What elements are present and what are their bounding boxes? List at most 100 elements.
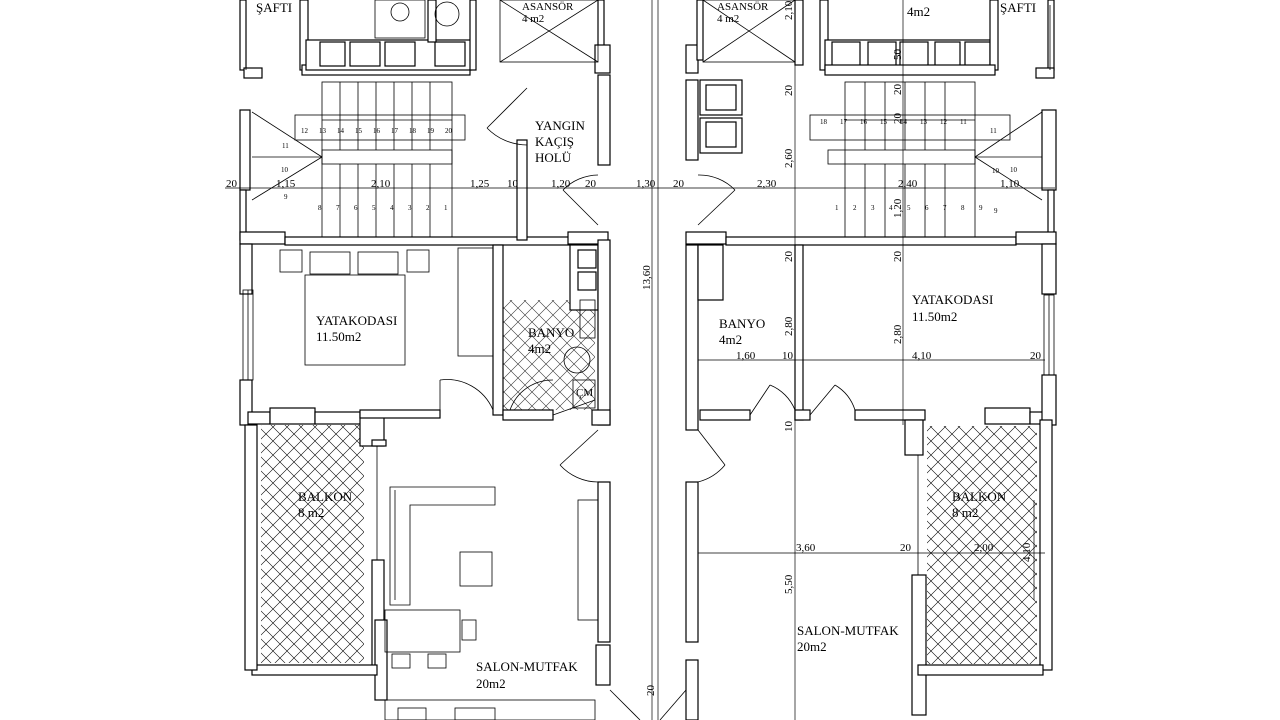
dim-label-vertical: 20: [645, 685, 657, 697]
dim-label-vertical: 20: [783, 85, 795, 97]
right-unit-walls: [685, 0, 1057, 720]
dim-label-vertical: 20: [892, 84, 904, 96]
bath-right-label: BANYO: [719, 316, 765, 331]
dim-label: 2,00: [974, 542, 994, 554]
stair-step-number: 20: [445, 127, 453, 135]
elevator-right-label: ASANSÖR: [717, 1, 769, 13]
dim-label: 20: [1030, 350, 1042, 362]
balcony-left-label: BALKON: [298, 489, 353, 504]
stair-right: [809, 81, 1043, 238]
stair-step-number: 3: [871, 204, 875, 212]
dim-label: 2,40: [898, 178, 918, 190]
dim-label: 20: [585, 178, 597, 190]
fire-escape-label-1: YANGIN: [535, 118, 585, 133]
bath-left-area: 4m2: [528, 341, 551, 356]
stair-step-number: 17: [840, 118, 848, 126]
stair-step-number: 19: [427, 127, 435, 135]
dimension-labels: 20 1,15 2,10 1,25 10 1,20 20 1,30 20 2,3…: [226, 0, 1042, 696]
windows: [242, 5, 1055, 575]
stair-step-number: 17: [391, 127, 399, 135]
stair-step-number: 11: [990, 127, 997, 135]
stair-step-number: 10: [992, 167, 1000, 175]
dim-label-vertical: 4,10: [1021, 542, 1033, 562]
dim-label: 3,60: [796, 542, 816, 554]
stair-step-number: 12: [301, 127, 309, 135]
dim-label-vertical: 1,20: [892, 198, 904, 218]
fire-escape-label-3: HOLÜ: [535, 150, 572, 165]
dim-label: 1,30: [636, 178, 656, 190]
stair-step-number: 5: [907, 204, 911, 212]
dimension-lines: [225, 0, 1055, 720]
stair-step-number: 5: [372, 204, 376, 212]
elevator-left-label: ASANSÖR: [522, 1, 574, 13]
dim-label: 2,30: [757, 178, 777, 190]
stair-step-number: 3: [408, 204, 412, 212]
stair-step-number: 9: [994, 207, 998, 215]
dim-label-vertical: 10: [783, 421, 795, 433]
bath-left-label: BANYO: [528, 325, 574, 340]
stair-step-number: 7: [943, 204, 947, 212]
dim-label: 1,20: [551, 178, 571, 190]
elevator-shafts: [374, 0, 796, 63]
balcony-left-area: 8 m2: [298, 505, 324, 520]
stair-step-number: 1: [835, 204, 839, 212]
balcony-left-tiles: [261, 425, 364, 663]
bedroom-left-area: 11.50m2: [316, 329, 361, 344]
salon-right-label: SALON-MUTFAK: [797, 623, 899, 638]
salon-left-area: 20m2: [476, 676, 506, 691]
stair-step-number: 13: [920, 118, 928, 126]
left-unit-walls: [239, 0, 611, 701]
dim-label: 20: [673, 178, 685, 190]
stair-step-number: 7: [336, 204, 340, 212]
stair-step-number: 6: [354, 204, 358, 212]
top-right-area: 4m2: [907, 4, 930, 19]
bath-right-area: 4m2: [719, 332, 742, 347]
stair-step-number: 11: [960, 118, 967, 126]
dim-label: 20: [226, 178, 238, 190]
stair-step-number: 13: [319, 127, 327, 135]
elevator-right-area: 4 m2: [717, 13, 739, 25]
dim-label: 1,15: [276, 178, 296, 190]
stair-step-number: 10: [1010, 166, 1018, 174]
dim-label-vertical: 50: [892, 49, 904, 61]
stair-step-number: 4: [889, 204, 893, 212]
stair-step-number: 14: [337, 127, 345, 135]
dim-label: 1,25: [470, 178, 490, 190]
dim-label: 20: [900, 542, 912, 554]
stair-step-number: 15: [880, 118, 888, 126]
dim-label-vertical: 20: [892, 251, 904, 263]
dim-label-vertical: 2,80: [783, 316, 795, 336]
stair-step-number: 16: [860, 118, 868, 126]
balcony-right-label: BALKON: [952, 489, 1007, 504]
bedroom-right-area: 11.50m2: [912, 309, 957, 324]
shaft-right-label: ŞAFTI: [1000, 0, 1036, 15]
bedroom-left-label: YATAKODASI: [316, 313, 397, 328]
wc-left-label: ÇM: [576, 387, 593, 399]
dim-label: 10: [507, 178, 519, 190]
stair-step-number: 2: [853, 204, 857, 212]
dim-label-vertical: 20: [892, 113, 904, 125]
stair-step-number: 8: [318, 204, 322, 212]
dim-label: 10: [782, 350, 794, 362]
room-labels: ŞAFTI ŞAFTI ASANSÖR 4 m2 ASANSÖR 4 m2 4m…: [256, 0, 1036, 691]
salon-left-label: SALON-MUTFAK: [476, 659, 578, 674]
dim-label: 1,60: [736, 350, 756, 362]
dim-label-vertical: 13,60: [641, 265, 653, 290]
fire-escape-label-2: KAÇIŞ: [535, 134, 574, 149]
dim-label-vertical: 2,80: [892, 324, 904, 344]
dim-label: 4,10: [912, 350, 932, 362]
stair-step-number: 12: [940, 118, 948, 126]
stair-step-number: 8: [961, 204, 965, 212]
stair-step-number: 18: [409, 127, 417, 135]
stair-left: [251, 81, 466, 238]
dim-label: 2,10: [371, 178, 391, 190]
dim-label: 1,10: [1000, 178, 1020, 190]
balcony-right-tiles: [927, 426, 1037, 664]
dim-label-vertical: 5,50: [783, 574, 795, 594]
stair-step-number: 9: [979, 204, 983, 212]
stair-step-number: 15: [355, 127, 363, 135]
stair-step-number: 11: [282, 142, 289, 150]
dim-label-vertical: 2,60: [783, 148, 795, 168]
stair-step-number: 16: [373, 127, 381, 135]
